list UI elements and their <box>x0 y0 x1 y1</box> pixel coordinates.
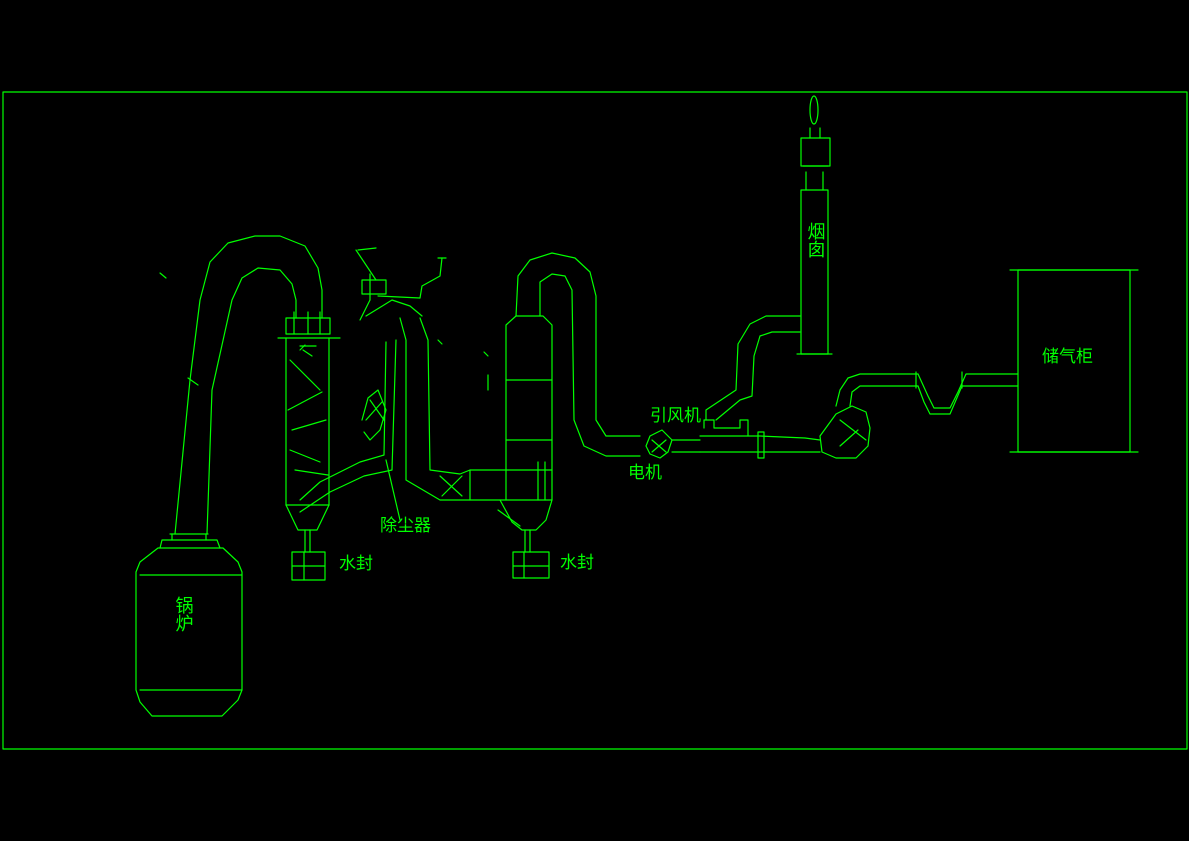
boiler-label: 锅炉 <box>173 596 194 632</box>
boiler-gooseneck-pipe <box>159 235 323 535</box>
water-seal-2 <box>512 551 550 579</box>
fan-motor-label: 电机 <box>628 463 662 483</box>
dust-collector-label: 除尘器 <box>380 516 431 536</box>
water-seal-1 <box>291 551 326 581</box>
drawing-frame <box>2 91 1188 750</box>
tower2-gooseneck-pipe <box>515 252 641 437</box>
spray-tower-2 <box>483 315 553 553</box>
dust-collector <box>355 247 447 521</box>
chimney <box>796 95 833 355</box>
spray-tower-1 <box>277 311 341 553</box>
gasholder-inlet-pipe <box>917 373 1019 409</box>
valve <box>757 431 765 459</box>
fan-label: 引风机 <box>650 406 701 426</box>
boiler <box>135 533 243 717</box>
chimney-branch-pipe <box>705 315 801 421</box>
gas-holder-label: 储气柜 <box>1042 347 1093 367</box>
induced-draft-fan <box>645 429 701 459</box>
tower1-outlet-pipe <box>299 341 387 501</box>
gas-holder <box>1009 269 1139 453</box>
chimney-label: 烟囱 <box>805 222 826 258</box>
separator-vessel <box>819 373 919 459</box>
water-seal-2-label: 水封 <box>560 553 594 573</box>
water-seal-1-label: 水封 <box>339 554 373 574</box>
